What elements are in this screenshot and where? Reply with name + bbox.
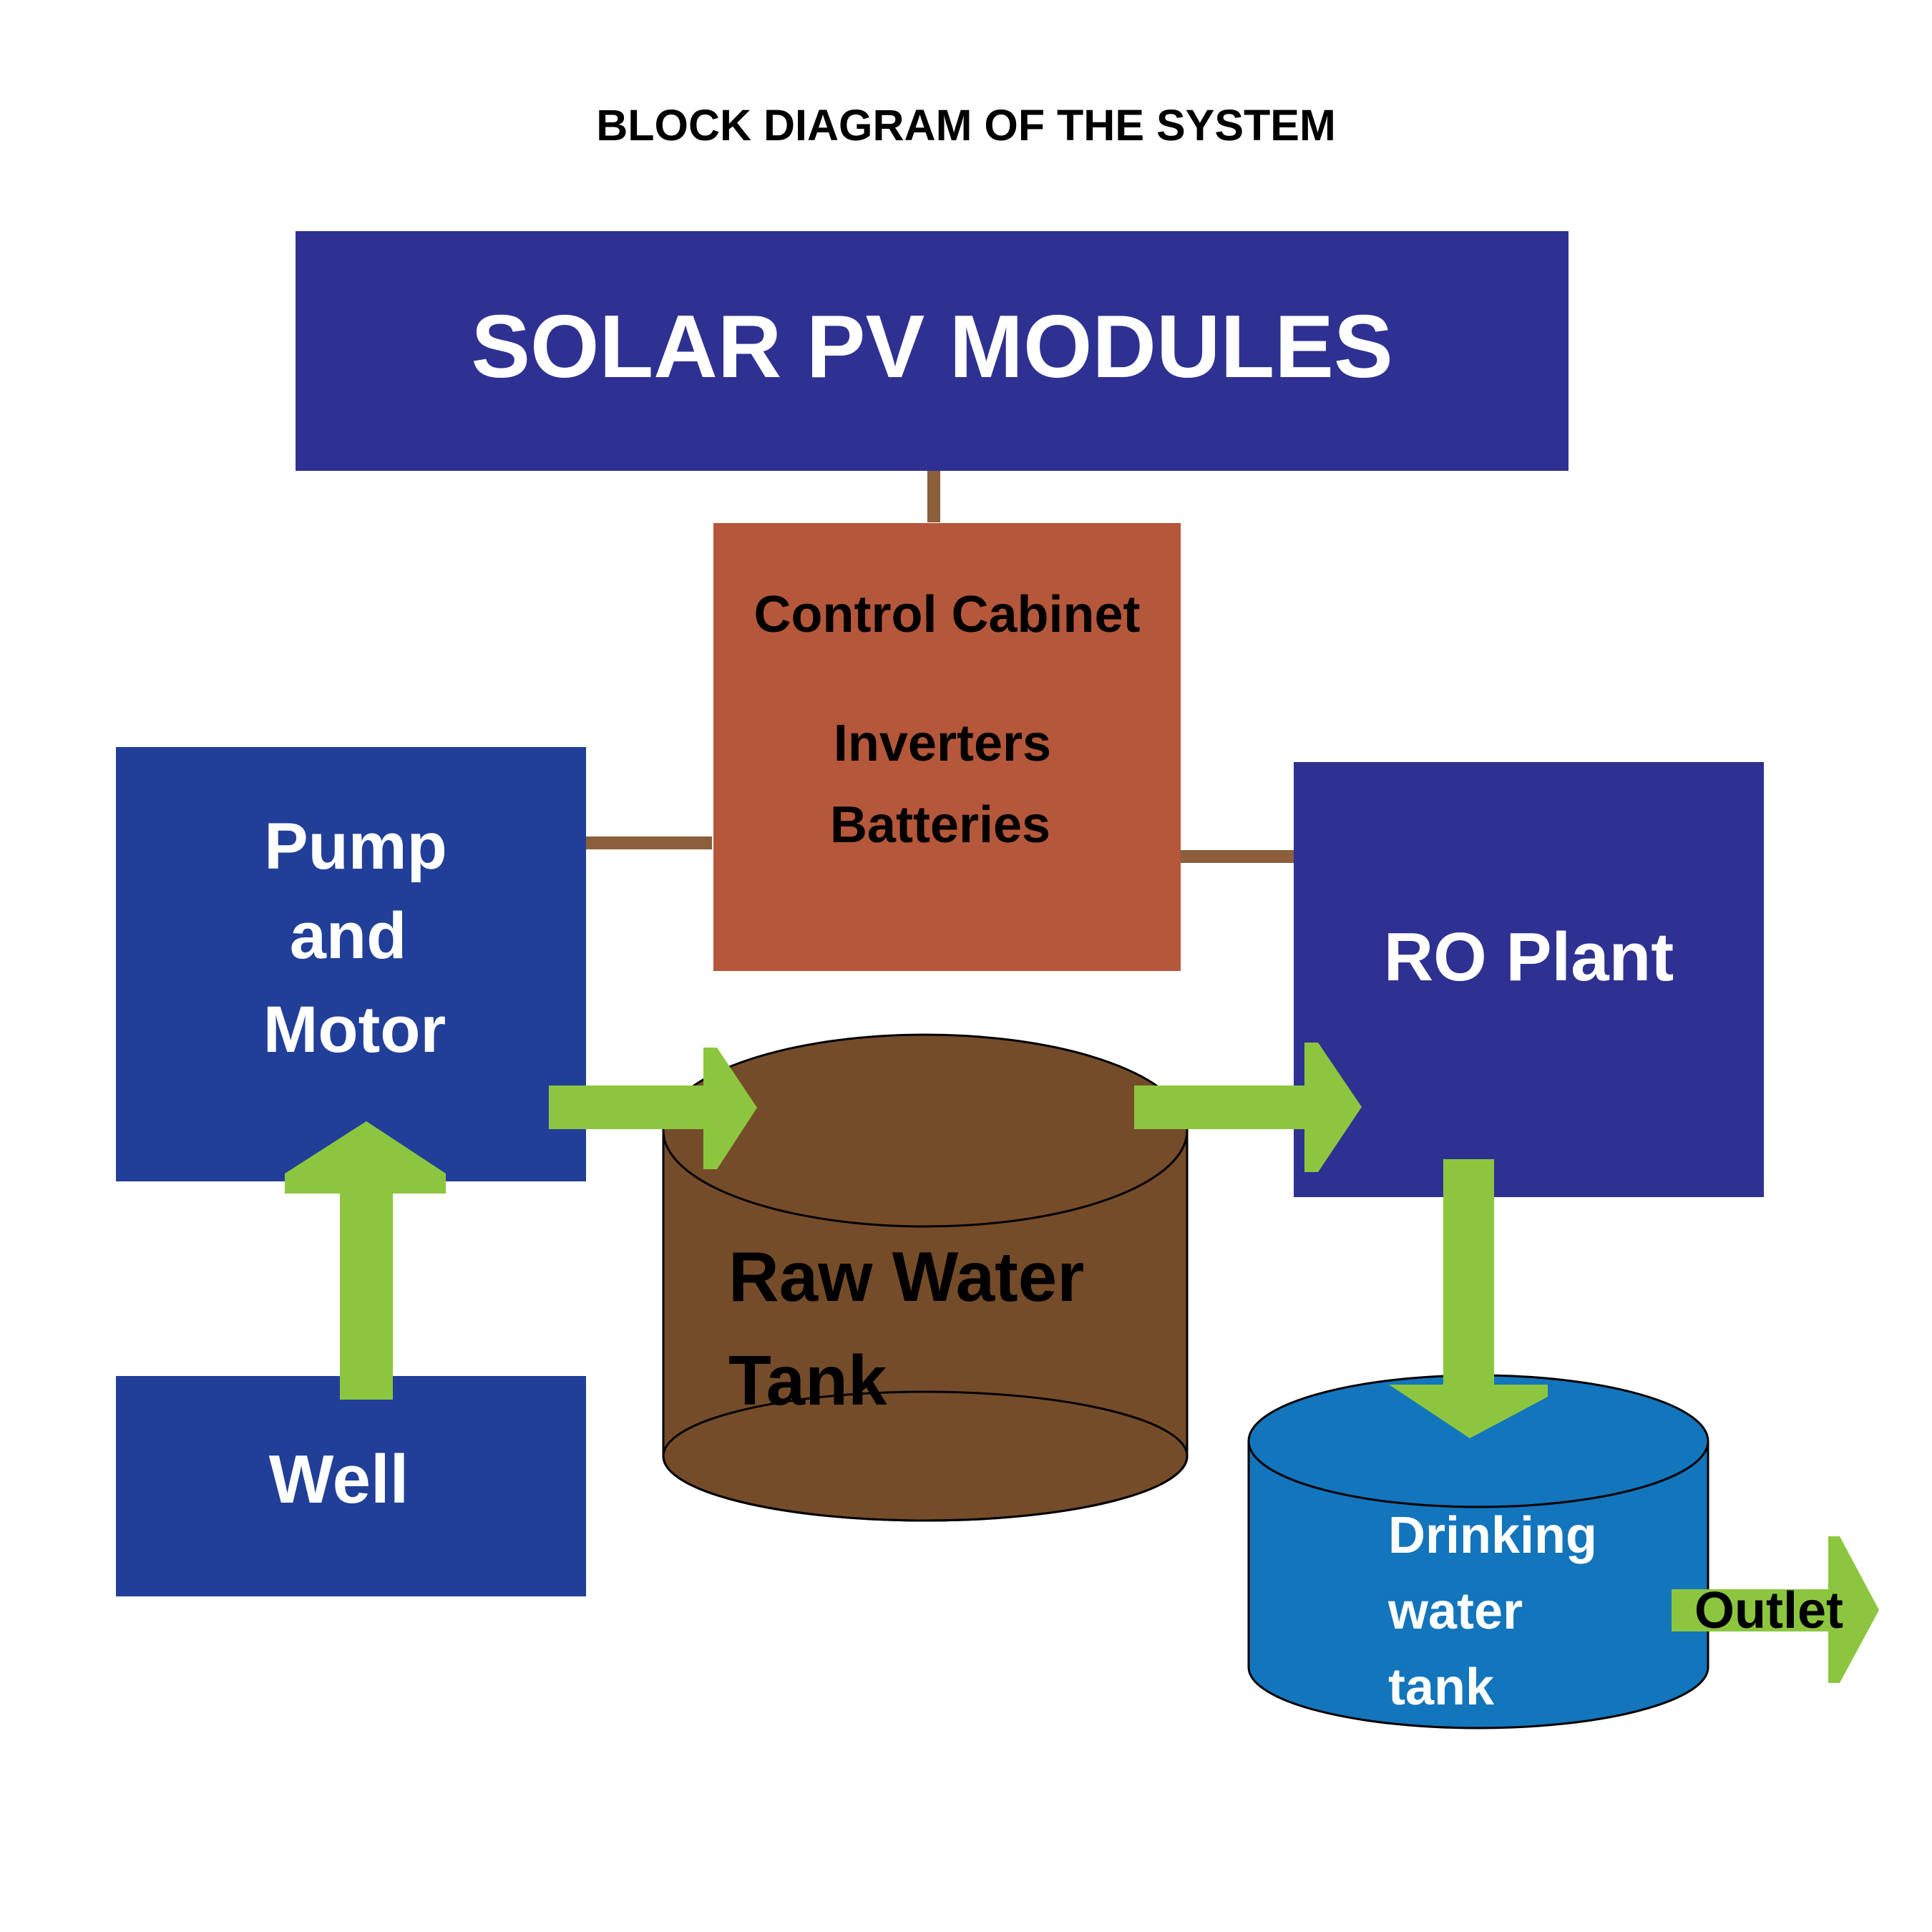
well-label: Well <box>268 1441 409 1518</box>
arrow-ro-to-drinking-tank <box>1389 1159 1548 1438</box>
raw-water-tank-label-line1: Raw Water <box>728 1237 1085 1316</box>
arrow-raw-tank-to-ro <box>1134 1043 1362 1172</box>
ro-plant-block <box>1294 762 1764 1197</box>
pump-label-line3: Motor <box>263 993 447 1066</box>
outlet-arrow <box>1672 1536 1879 1683</box>
control-inverters-label: Inverters <box>833 715 1052 772</box>
raw-water-tank-bottom-rim <box>662 1390 1189 1522</box>
drinking-water-tank-label-line3: tank <box>1388 1659 1495 1716</box>
control-batteries-label: Batteries <box>829 796 1051 854</box>
control-cabinet-heading: Control Cabinet <box>753 586 1141 643</box>
drinking-water-tank-body <box>1247 1440 1709 1729</box>
pump-label-line1: Pump <box>264 810 447 883</box>
ro-plant-label: RO Plant <box>1383 919 1674 995</box>
raw-water-tank-label-line2: Tank <box>728 1341 887 1420</box>
arrow-well-to-pump <box>285 1121 446 1400</box>
arrow-pump-to-raw-tank <box>549 1048 757 1169</box>
pump-motor-block <box>116 747 586 1181</box>
drinking-water-tank-label-line1: Drinking <box>1388 1507 1598 1564</box>
diagram-title: BLOCK DIAGRAM OF THE SYSTEM <box>596 101 1336 150</box>
drinking-water-tank <box>1247 1374 1709 1729</box>
solar-pv-modules-label: SOLAR PV MODULES <box>471 298 1393 396</box>
solar-pv-modules-block <box>296 231 1568 471</box>
pump-label-line2: and <box>289 899 407 972</box>
drinking-water-tank-label-line2: water <box>1388 1583 1523 1640</box>
outlet-label: Outlet <box>1694 1582 1843 1639</box>
control-cabinet-block <box>713 523 1181 971</box>
raw-water-tank-top <box>662 1033 1189 1228</box>
raw-water-tank <box>662 1033 1189 1522</box>
well-block <box>116 1376 586 1596</box>
